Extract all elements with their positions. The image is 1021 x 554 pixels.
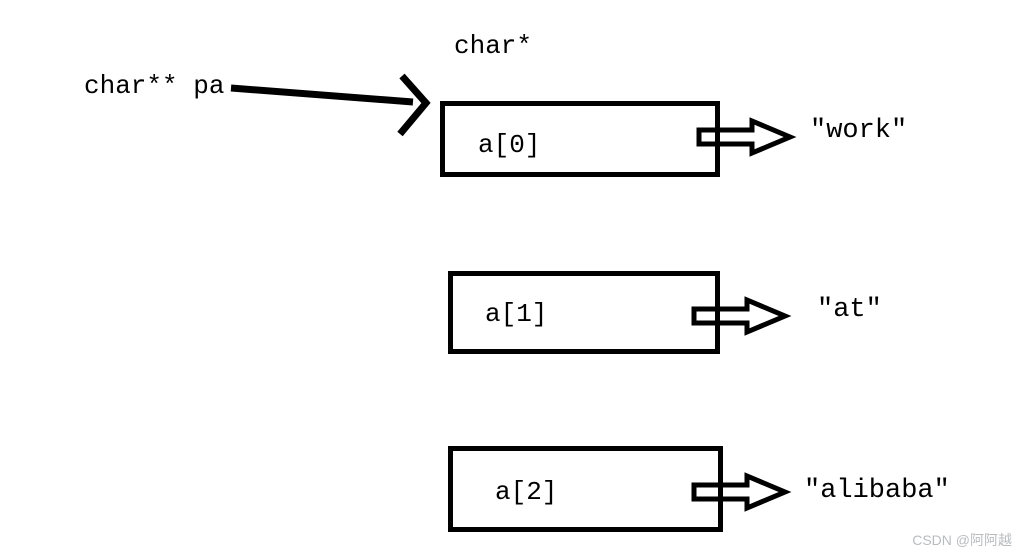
- string-literal-work: ″work″: [810, 116, 908, 146]
- array-cell-a1: a[1]: [448, 271, 720, 354]
- csdn-watermark: CSDN @阿阿越: [912, 532, 1012, 548]
- points-to-arrow-a0-icon: [696, 117, 797, 157]
- array-cell-a2: a[2]: [448, 446, 723, 532]
- pointer-arrow-icon: [230, 73, 431, 137]
- string-literal-alibaba: ″alibaba″: [804, 476, 950, 506]
- points-to-arrow-a1-icon: [691, 296, 792, 336]
- points-to-arrow-a2-icon: [691, 472, 792, 512]
- array-cell-a1-label: a[1]: [485, 299, 548, 329]
- array-cell-a0-label: a[0]: [478, 130, 541, 160]
- char-double-pointer-label: char** pa: [84, 71, 225, 101]
- string-literal-at: ″at″: [817, 295, 882, 325]
- char-pointer-type-label: char*: [454, 31, 533, 61]
- array-cell-a0: a[0]: [440, 101, 720, 177]
- array-cell-a2-label: a[2]: [495, 477, 558, 507]
